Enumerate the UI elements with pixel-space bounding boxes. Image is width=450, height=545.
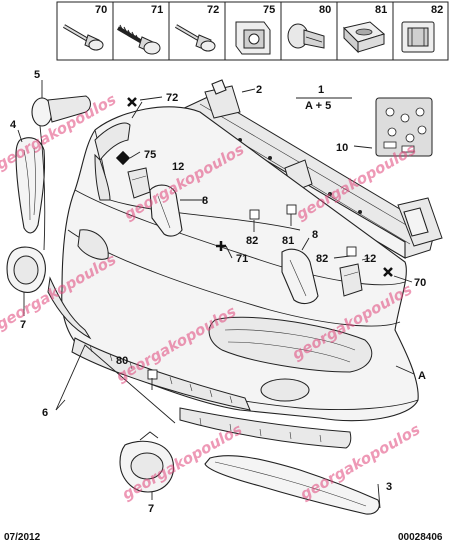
clip-12-right <box>339 263 363 297</box>
callout-82b: 82 <box>316 253 328 265</box>
callout-1-formula: A + 5 <box>305 100 331 112</box>
footer-ref: 00028406 <box>398 532 443 543</box>
callout-82a: 82 <box>246 235 258 247</box>
header-num-72: 72 <box>207 4 219 16</box>
callout-12a: 12 <box>172 161 184 173</box>
header-num-82: 82 <box>431 4 443 16</box>
fog-light-bezel-lower <box>119 431 174 493</box>
callout-71: 71 <box>236 253 248 265</box>
header-num-70: 70 <box>95 4 107 16</box>
callout-7b: 7 <box>148 503 154 515</box>
callout-8a: 8 <box>202 195 208 207</box>
callout-72: 72 <box>166 92 178 104</box>
footer-date: 07/2012 <box>4 532 41 543</box>
clip-icon <box>401 21 435 53</box>
screw-icon <box>62 24 104 51</box>
bolt-icon <box>174 24 216 52</box>
callout-8b: 8 <box>312 229 318 241</box>
clip-nut-icon <box>235 21 271 55</box>
callout-81: 81 <box>282 235 294 247</box>
header-num-71: 71 <box>151 4 163 16</box>
header-num-81: 81 <box>375 4 387 16</box>
callout-3: 3 <box>386 481 392 493</box>
bumper-cover <box>61 106 419 422</box>
callout-5: 5 <box>34 69 40 81</box>
clip-12-left <box>127 167 151 199</box>
callout-12b: 12 <box>364 253 376 265</box>
trim-strip <box>204 455 380 515</box>
callout-75: 75 <box>144 149 156 161</box>
header-num-75: 75 <box>263 4 275 16</box>
lower-grille-strip <box>47 276 352 449</box>
callout-4: 4 <box>10 119 17 131</box>
leader-lines <box>17 80 415 509</box>
callout-80: 80 <box>116 355 128 367</box>
callout-2: 2 <box>256 84 262 96</box>
fog-light-bezel-left <box>6 246 46 293</box>
footer: 07/2012 00028406 <box>4 532 443 543</box>
grommet-icon <box>343 21 386 54</box>
mounting-bracket-left <box>149 184 183 237</box>
upper-left-guide <box>94 122 131 201</box>
callout-6: 6 <box>42 407 48 419</box>
tow-hook-cover <box>31 95 91 251</box>
header-num-80: 80 <box>319 4 331 16</box>
callout-10: 10 <box>336 142 348 154</box>
header-parts-strip: 70 71 72 75 80 81 82 <box>56 1 449 61</box>
self-tapping-screw-icon <box>116 24 161 55</box>
callouts: 5 4 72 75 12 8 2 1 A + 5 10 82 81 8 71 8… <box>10 69 426 515</box>
push-rivet-icon <box>287 23 325 49</box>
side-bracket <box>15 137 46 234</box>
callout-A: A <box>418 370 426 382</box>
mounting-bracket-right <box>281 248 319 305</box>
callout-7a: 7 <box>20 319 26 331</box>
callout-70: 70 <box>414 277 426 289</box>
callout-1: 1 <box>318 84 324 96</box>
fastener-kit <box>375 97 433 157</box>
